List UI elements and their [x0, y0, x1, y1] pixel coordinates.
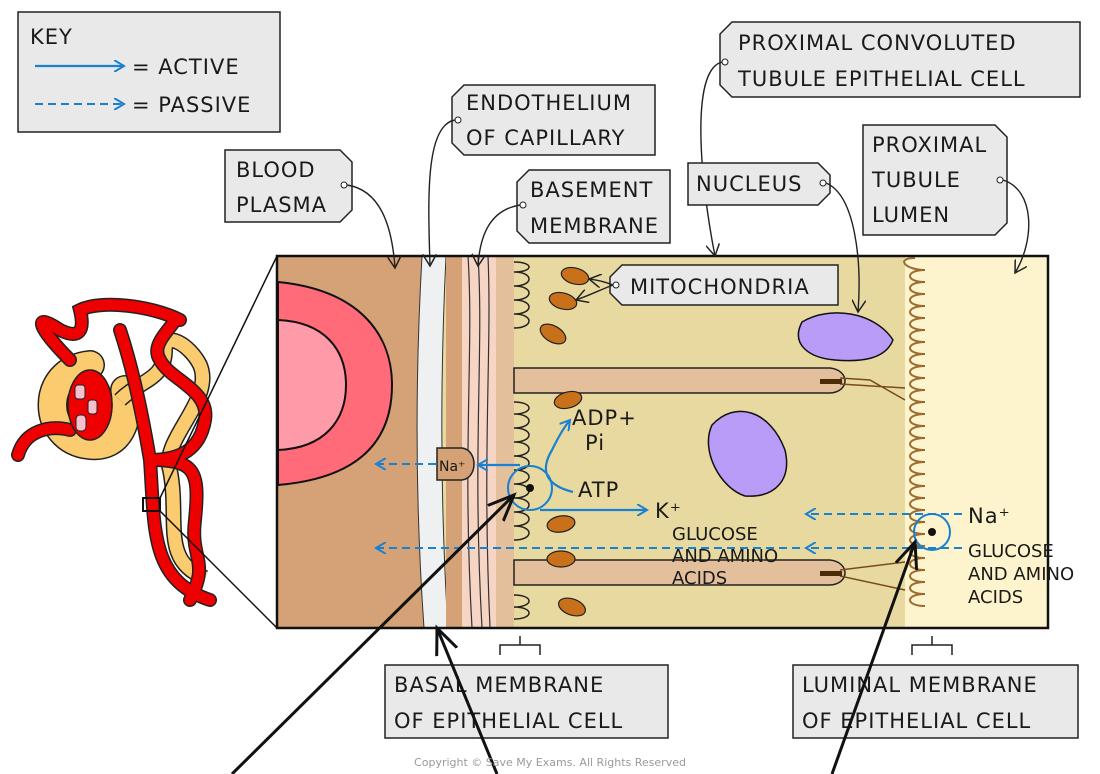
- cotransporter: [913, 513, 951, 551]
- magnified-panel: [275, 254, 1050, 630]
- key-legend: KEY = ACTIVE = PASSIVE: [17, 11, 281, 133]
- svg-text:NUCLEUS: NUCLEUS: [696, 172, 802, 196]
- svg-text:PROXIMAL CONVOLUTED: PROXIMAL CONVOLUTED: [738, 31, 1017, 55]
- tubule-lumen: [905, 256, 1048, 628]
- luminal-bracket: [911, 636, 953, 655]
- svg-text:LUMINAL MEMBRANE: LUMINAL MEMBRANE: [802, 673, 1038, 697]
- label-mitochondria: MITOCHONDRIA: [576, 264, 839, 306]
- adp-label: ADP+: [572, 406, 637, 430]
- transport-arrows: [376, 420, 962, 550]
- label-endothelium: ENDOTHELIUM OF CAPILLARY: [429, 84, 656, 266]
- glucose-mid-3: ACIDS: [672, 568, 727, 589]
- glucose-lum-2: AND AMINO: [968, 564, 1074, 585]
- na-basal-label: Na⁺: [439, 459, 465, 475]
- key-passive: = PASSIVE: [132, 93, 251, 117]
- svg-text:PLASMA: PLASMA: [236, 193, 327, 217]
- svg-text:BASAL MEMBRANE: BASAL MEMBRANE: [394, 673, 604, 697]
- zoom-region-marker: [142, 497, 161, 512]
- mitochondria-group: [539, 266, 590, 617]
- svg-text:OF EPITHELIAL CELL: OF EPITHELIAL CELL: [394, 709, 623, 733]
- key-title: KEY: [30, 25, 73, 49]
- svg-text:OF CAPILLARY: OF CAPILLARY: [466, 126, 626, 150]
- glucose-mid-1: GLUCOSE: [672, 524, 758, 545]
- label-lumen: PROXIMAL TUBULE LUMEN: [862, 124, 1030, 273]
- label-pct-cell: PROXIMAL CONVOLUTED TUBULE EPITHELIAL CE…: [700, 21, 1081, 256]
- nephron-illustration: [11, 255, 278, 629]
- svg-text:PROXIMAL: PROXIMAL: [872, 133, 987, 157]
- pi-label: Pi: [585, 431, 605, 455]
- nucleus-lower: [707, 410, 788, 497]
- basal-bracket: [499, 636, 541, 655]
- svg-text:ENDOTHELIUM: ENDOTHELIUM: [466, 91, 632, 115]
- glucose-lum-3: ACIDS: [968, 587, 1023, 608]
- label-basal-membrane: BASAL MEMBRANE OF EPITHELIAL CELL: [384, 664, 669, 739]
- nucleus-upper: [797, 312, 894, 362]
- label-luminal-membrane: LUMINAL MEMBRANE OF EPITHELIAL CELL: [792, 664, 1079, 739]
- svg-text:OF EPITHELIAL CELL: OF EPITHELIAL CELL: [802, 709, 1031, 733]
- svg-text:TUBULE EPITHELIAL CELL: TUBULE EPITHELIAL CELL: [737, 67, 1026, 91]
- glucose-mid-2: AND AMINO: [672, 546, 778, 567]
- atp-hydrolysis-arrow: [544, 420, 574, 494]
- na-luminal-label: Na⁺: [968, 504, 1011, 528]
- svg-text:TUBULE: TUBULE: [871, 168, 961, 192]
- atp-label: ATP: [578, 478, 619, 502]
- svg-text:BASEMENT: BASEMENT: [530, 178, 653, 202]
- svg-text:MEMBRANE: MEMBRANE: [530, 214, 659, 238]
- svg-text:LUMEN: LUMEN: [872, 203, 950, 227]
- label-nucleus: NUCLEUS: [687, 162, 859, 312]
- key-active: = ACTIVE: [132, 55, 240, 79]
- glucose-lum-1: GLUCOSE: [968, 541, 1054, 562]
- k-label: K⁺: [655, 499, 682, 523]
- svg-text:BLOOD: BLOOD: [236, 158, 316, 182]
- label-basement-membrane: BASEMENT MEMBRANE: [478, 169, 671, 266]
- svg-text:MITOCHONDRIA: MITOCHONDRIA: [630, 275, 810, 299]
- label-blood-plasma: BLOOD PLASMA: [224, 149, 395, 268]
- copyright: Copyright © Save My Exams. All Rights Re…: [414, 756, 686, 769]
- sodium-potassium-pump: [507, 465, 553, 511]
